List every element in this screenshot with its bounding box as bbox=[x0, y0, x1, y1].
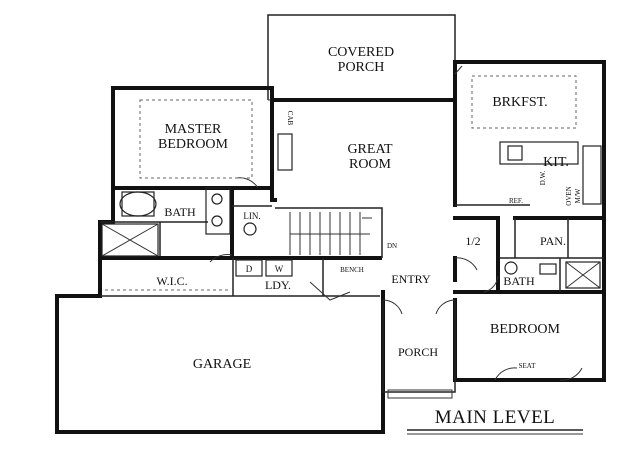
garage-label: GARAGE bbox=[193, 357, 251, 372]
brkfst-label: BRKFST. bbox=[492, 95, 547, 110]
dishwasher-label: D.W. bbox=[539, 170, 547, 185]
refrigerator-label: REF. bbox=[509, 197, 523, 205]
plan-title-block: MAIN LEVEL bbox=[407, 407, 583, 435]
master-bedroom-label-2: BEDROOM bbox=[158, 137, 229, 152]
bench-label: BENCH bbox=[340, 266, 364, 274]
laundry-label: LDY. bbox=[265, 278, 291, 292]
dryer-label: D bbox=[246, 264, 253, 274]
covered-porch-label-2: PORCH bbox=[338, 60, 385, 75]
cabinet-label: CAB bbox=[286, 111, 294, 126]
great-room-label-1: GREAT bbox=[347, 142, 393, 157]
great-room-label-2: ROOM bbox=[349, 157, 392, 172]
walk-in-closet-label: W.I.C. bbox=[156, 274, 187, 288]
entry-label: ENTRY bbox=[391, 272, 431, 286]
pantry-label: PAN. bbox=[540, 234, 566, 248]
room-labels: COVERED PORCH MASTER BEDROOM GREAT ROOM … bbox=[156, 45, 582, 372]
exterior-walls bbox=[55, 60, 606, 434]
master-bath-label: BATH bbox=[164, 205, 196, 219]
linen-label: LIN. bbox=[243, 211, 260, 221]
half-bath-label: 1/2 bbox=[465, 234, 480, 248]
bedroom-label: BEDROOM bbox=[490, 322, 561, 337]
porch-label: PORCH bbox=[398, 345, 438, 359]
doors bbox=[209, 65, 583, 381]
stairs-down-label: DN bbox=[387, 242, 397, 250]
washer-label: W bbox=[275, 264, 284, 274]
covered-porch-label-1: COVERED bbox=[328, 45, 394, 60]
oven-label: OVEN bbox=[565, 186, 573, 205]
plan-title: MAIN LEVEL bbox=[435, 407, 556, 428]
master-bedroom-label-1: MASTER bbox=[165, 122, 222, 137]
stairs bbox=[289, 212, 372, 255]
microwave-label: M/W bbox=[574, 188, 582, 203]
seat-label: SEAT bbox=[519, 362, 536, 370]
fixtures bbox=[101, 75, 602, 291]
bath-label: BATH bbox=[503, 274, 535, 288]
kitchen-label: KIT. bbox=[543, 155, 569, 170]
interior-walls bbox=[98, 98, 606, 297]
